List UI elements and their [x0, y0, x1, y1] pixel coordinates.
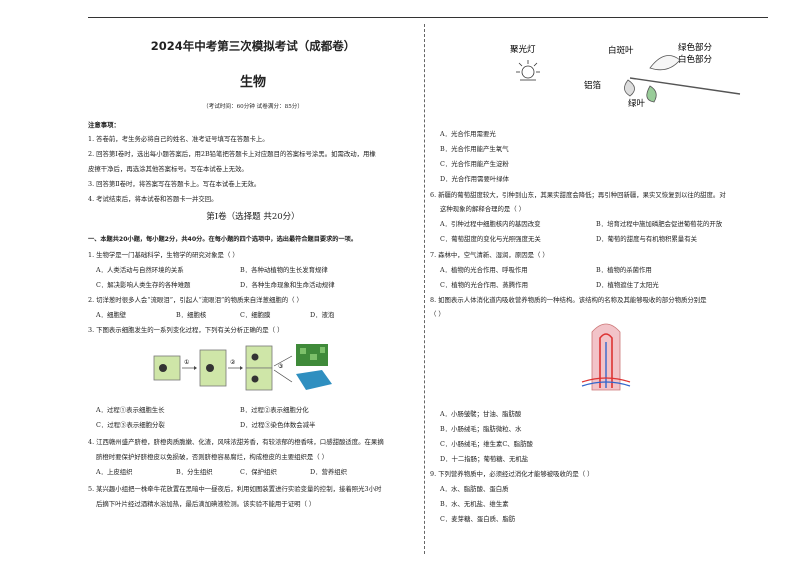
- option-b: B．光合作用能产生氧气: [440, 145, 509, 153]
- arrowhead: [240, 366, 243, 370]
- cell-nucleus: [251, 375, 259, 383]
- cell-figure-c-bottom: [245, 367, 273, 391]
- notice-item: 2. 回答第Ⅰ卷时，选出每小题答案后，用2B铅笔把答题卡上对应题目的答案标号涂黑…: [88, 150, 376, 158]
- capillary-red: [599, 333, 613, 388]
- option-a: A．人类活动与自然环境的关系: [96, 266, 184, 274]
- option-c: C．葡萄甜度的变化与光照强度无关: [440, 235, 541, 243]
- notice-item: 皮擦干净后，再选涂其他答案标号。写在本试卷上无效。: [88, 165, 248, 173]
- option-b: B．培育过程中施加磷肥会促进葡萄花的开放: [596, 220, 723, 228]
- question-stem-continued: 这种现象的解释合理的是（ ）: [440, 205, 526, 213]
- section-instruction: 一、本题共20小题，每小题2分，共40分。在每小题的四个选项中，选出最符合题目要…: [88, 236, 358, 243]
- tissue-blue: [296, 370, 332, 390]
- question-stem: 7. 森林中，空气清新、湿润，原因是（ ）: [430, 251, 549, 259]
- question-stem: 3. 下图表示细胞发生的一系列变化过程，下列有关分析正确的是（ ）: [88, 326, 284, 334]
- column-divider: [424, 24, 425, 554]
- green-leaf: [646, 85, 657, 103]
- process-label-1: ①: [184, 359, 189, 366]
- process-label-3: ③: [278, 363, 283, 370]
- option-a: A．过程①表示细胞生长: [96, 406, 165, 414]
- cell-nucleus: [206, 364, 214, 372]
- option-d: D．液泡: [310, 311, 335, 319]
- arrow-3b: [273, 369, 293, 383]
- option-d: D．各种生命现象和生命活动规律: [240, 281, 335, 289]
- option-d: D．过程③染色体数会减半: [240, 421, 316, 429]
- white-leaf-label: 白斑叶: [608, 45, 634, 56]
- question-stem: 5. 某兴趣小组把一株牵牛花放置在黑暗中一昼夜后，利用如图装置进行实验变量的控制…: [88, 485, 382, 493]
- option-c: C．解决影响人类生存的各种难题: [96, 281, 191, 289]
- option-b: B．植物的杀菌作用: [596, 266, 652, 274]
- notice-item: 1. 答卷前，考生务必将自己的姓名、准考证号填写在答题卡上。: [88, 135, 269, 143]
- question-stem: 8. 如图表示人体消化道内吸收营养物质的一种结构。该结构的名称及其能够吸收的部分…: [430, 296, 707, 304]
- option-d: D．十二指肠；葡萄糖、无机盐: [440, 455, 529, 463]
- vessel-blue: [581, 381, 631, 387]
- top-rule: [88, 17, 768, 18]
- option-c: C．小肠绒毛；维生素C、脂肪酸: [440, 440, 533, 448]
- cell-nucleus: [159, 364, 167, 372]
- tissue-cell: [310, 354, 317, 360]
- option-d: D．葡萄的甜度与有机物积累量有关: [596, 235, 697, 243]
- option-a: A．光合作用需要光: [440, 130, 496, 138]
- option-d: D．营养组织: [310, 468, 348, 476]
- tissue-cell: [320, 347, 325, 353]
- leaf-experiment-figure: 聚光灯 白斑叶 绿色部分 白色部分 铝箔 绿叶: [510, 42, 741, 109]
- lamp-label: 聚光灯: [510, 44, 536, 55]
- arrowhead: [194, 366, 197, 370]
- question-stem: 4. 江西赣州盛产脐橙，脐橙肉质脆嫩、化渣，风味浓甜芳香，有较浓郁的橙香味，口感…: [88, 438, 384, 446]
- arrow-3a: [273, 355, 293, 367]
- question-stem: 6. 新疆的葡萄甜度较大，引种到山东，其果实甜度会降低；再引种回新疆，果实又恢复…: [430, 191, 726, 199]
- option-a: A．上皮组织: [96, 468, 133, 476]
- option-b: B．小肠绒毛；脂肪微粒、水: [440, 425, 522, 433]
- notice-item: 3. 回答第Ⅱ卷时，将答案写在答题卡上。写在本试卷上无效。: [88, 180, 261, 188]
- time-note: （考试时间：60分钟 试卷满分：85分）: [203, 104, 303, 110]
- cell-division-figure: ① ② ③: [153, 344, 332, 391]
- foil-leaf: [624, 79, 635, 97]
- option-a: A．细胞壁: [96, 311, 127, 319]
- question-stem: 9. 下列营养物质中，必须经过消化才能够被吸收的是（ ）: [430, 470, 594, 478]
- option-c: C．植物的光合作用、蒸腾作用: [440, 281, 528, 289]
- option-d: D．光合作用需要叶绿体: [440, 175, 510, 183]
- white-leaf: [649, 55, 681, 71]
- stem: [629, 77, 741, 95]
- vessel-red: [581, 377, 631, 383]
- tissue-cell: [300, 348, 306, 354]
- question-stem: 1. 生物学是一门基础科学，生物学的研究对象是（ ）: [88, 251, 239, 259]
- question-stem-continued: 后摘下叶片经过酒精水浴加热，最后滴加碘液检测。该实验不能用于证明（ ）: [96, 500, 316, 508]
- option-d: D．植物遮住了太阳光: [596, 281, 659, 289]
- notice-heading: 注意事项：: [88, 121, 120, 129]
- option-b: B．过程②表示细胞分化: [240, 406, 309, 414]
- question-stem: 2. 切洋葱时很多人会“流眼泪”，引起人“流眼泪”的物质来自洋葱细胞的（ ）: [88, 296, 303, 304]
- option-b: B．水、无机盐、维生素: [440, 500, 509, 508]
- green-part-label: 绿色部分: [678, 42, 713, 53]
- option-a: A．小肠皱襞；甘油、脂肪酸: [440, 410, 522, 418]
- notice-item: 4. 考试结束后，将本试卷和答题卡一并交回。: [88, 195, 218, 203]
- lamp-icon: [516, 60, 540, 81]
- option-a: A．植物的光合作用、呼吸作用: [440, 266, 528, 274]
- section-title: 第Ⅰ卷（选择题 共20分）: [206, 212, 300, 222]
- foil-label: 铝箔: [584, 80, 602, 91]
- green-leaf-label: 绿叶: [628, 98, 646, 109]
- option-c: C．麦芽糖、蛋白质、脂肪: [440, 515, 516, 523]
- cell-nucleus: [251, 353, 259, 361]
- question-stem-continued: 脐橙时要保护好脐橙皮以免损破，否则脐橙容易腐烂，构成橙皮的主要组织是（ ）: [96, 453, 329, 461]
- option-c: C．细胞膜: [240, 311, 271, 319]
- option-a: A．引种过程中细胞核内的基因改变: [440, 220, 541, 228]
- question-stem-continued: （ ）: [430, 310, 445, 318]
- villus-figure: [581, 323, 631, 391]
- option-c: C．过程③表示细胞分裂: [96, 421, 165, 429]
- cell-figure-c-top: [245, 345, 273, 369]
- option-c: C．保护组织: [240, 468, 277, 476]
- process-label-2: ②: [230, 359, 236, 366]
- exam-title: 2024年中考第三次模拟考试（成都卷）: [150, 39, 356, 53]
- option-a: A．水、脂肪酸、蛋白质: [440, 485, 509, 493]
- option-b: B．分生组织: [176, 468, 213, 476]
- option-b: B．各种动植物的生长发育规律: [240, 266, 328, 274]
- white-part-label: 白色部分: [678, 54, 713, 65]
- option-c: C．光合作用能产生淀粉: [440, 160, 509, 168]
- exam-subject: 生物: [239, 75, 266, 90]
- option-b: B．细胞核: [176, 311, 207, 319]
